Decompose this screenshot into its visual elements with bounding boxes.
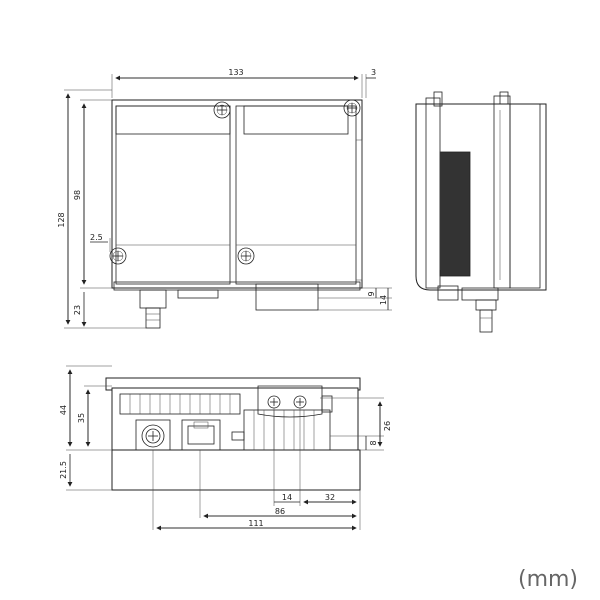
side-view: [415, 91, 547, 333]
dim-128: 128: [57, 212, 66, 227]
front-view: 44 35 21.5 26 8 14 32 86 111: [59, 365, 392, 531]
screw-icon: [109, 247, 127, 265]
dim-23: 23: [73, 305, 82, 315]
bnc-connector: [139, 289, 167, 329]
front-base: [111, 449, 361, 491]
screw-icon: [237, 247, 255, 265]
rj-jack-icon: [181, 419, 221, 451]
dim-14: 14: [379, 295, 388, 305]
dim-44: 44: [59, 405, 68, 415]
bnc-connector: [475, 299, 497, 333]
side-panel: [439, 151, 471, 277]
dim-3: 3: [371, 68, 376, 77]
dim-2-5: 2.5: [90, 233, 103, 242]
dim-21-5: 21.5: [59, 461, 68, 479]
dim-8: 8: [369, 440, 378, 445]
dim-26: 26: [383, 421, 392, 431]
dim-bottom-32: 32: [325, 493, 335, 502]
screw-icon: [343, 99, 361, 117]
dim-bottom-111: 111: [248, 519, 263, 528]
right-module-label-area: [243, 105, 349, 135]
dim-bottom-14: 14: [282, 493, 292, 502]
top-view-housing: [111, 99, 363, 289]
dim-35: 35: [77, 413, 86, 423]
left-module-label-area: [115, 105, 231, 135]
dim-bottom-86: 86: [275, 507, 285, 516]
units-label: (mm): [518, 567, 578, 592]
dim-9: 9: [367, 291, 376, 296]
dim-133: 133: [228, 68, 243, 77]
connector-block: [255, 283, 319, 311]
dim-98: 98: [73, 190, 82, 200]
screw-icon: [213, 101, 231, 119]
top-view: 133 3 98 128 2.5 23 9 14: [57, 68, 392, 329]
